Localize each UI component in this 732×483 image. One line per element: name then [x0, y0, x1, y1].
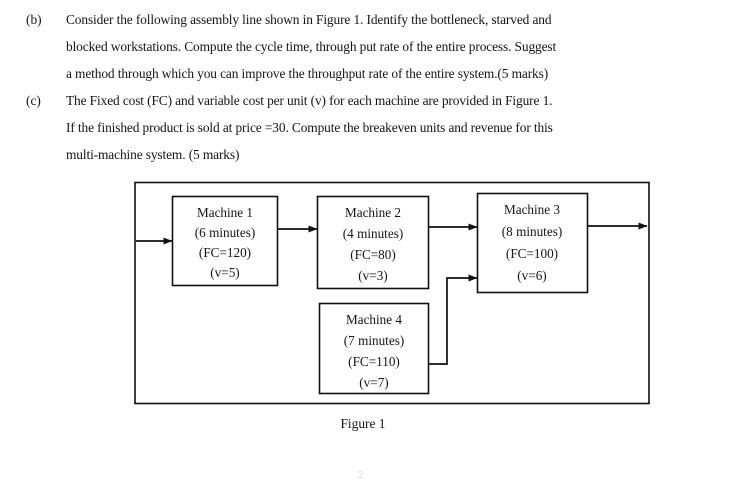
machine-4-node: Machine 4 (7 minutes) (FC=110) (v=7) — [318, 302, 430, 395]
question-line: The Fixed cost (FC) and variable cost pe… — [66, 93, 553, 108]
figure-caption: Figure 1 — [340, 416, 386, 431]
question-line: Consider the following assembly line sho… — [66, 12, 552, 27]
machine-4-name: Machine 4 — [346, 312, 402, 327]
figure-caption-wrapper: Figure 1 — [0, 415, 732, 433]
machine-1-time: (6 minutes) — [195, 225, 255, 240]
machine-4-fc: (FC=110) — [348, 354, 400, 369]
machine-3-time: (8 minutes) — [502, 224, 562, 239]
flow-machine-4-to-machine-3 — [428, 274, 478, 365]
machine-2-name: Machine 2 — [345, 205, 401, 220]
question-item-b: (b) Consider the following assembly line… — [0, 6, 732, 87]
machine-3-v: (v=6) — [517, 268, 546, 283]
machine-1-node: Machine 1 (6 minutes) (FC=120) (v=5) — [171, 195, 279, 287]
machine-3-box — [476, 192, 589, 294]
machine-2-time: (4 minutes) — [343, 226, 403, 241]
machine-3-fc: (FC=100) — [506, 246, 558, 261]
question-body-b: Consider the following assembly line sho… — [66, 6, 714, 87]
question-item-c: (c) The Fixed cost (FC) and variable cos… — [0, 87, 732, 168]
question-line: a method through which you can improve t… — [66, 66, 549, 81]
figure-outer-border — [134, 181, 650, 405]
machine-3-name: Machine 3 — [504, 202, 560, 217]
machine-1-fc: (FC=120) — [199, 245, 251, 260]
machine-2-box — [316, 195, 430, 290]
question-line: multi-machine system. (5 marks) — [66, 147, 240, 162]
machine-2-fc: (FC=80) — [350, 247, 396, 262]
machine-4-time: (7 minutes) — [344, 333, 404, 348]
question-body-c: The Fixed cost (FC) and variable cost pe… — [66, 87, 714, 168]
machine-4-box — [318, 302, 430, 395]
machine-1-name: Machine 1 — [197, 205, 253, 220]
question-line: If the finished product is sold at price… — [66, 120, 553, 135]
machine-1-v: (v=5) — [210, 265, 239, 280]
question-label-c: (c) — [26, 93, 41, 108]
machine-2-v: (v=3) — [358, 268, 387, 283]
question-label-b: (b) — [26, 12, 42, 27]
question-line: blocked workstations. Compute the cycle … — [66, 39, 557, 54]
page-number-artifact: 2 — [358, 469, 364, 481]
machine-3-node: Machine 3 (8 minutes) (FC=100) (v=6) — [476, 192, 589, 294]
machine-1-box — [171, 195, 279, 287]
machine-4-v: (v=7) — [359, 375, 388, 390]
machine-2-node: Machine 2 (4 minutes) (FC=80) (v=3) — [316, 195, 430, 290]
